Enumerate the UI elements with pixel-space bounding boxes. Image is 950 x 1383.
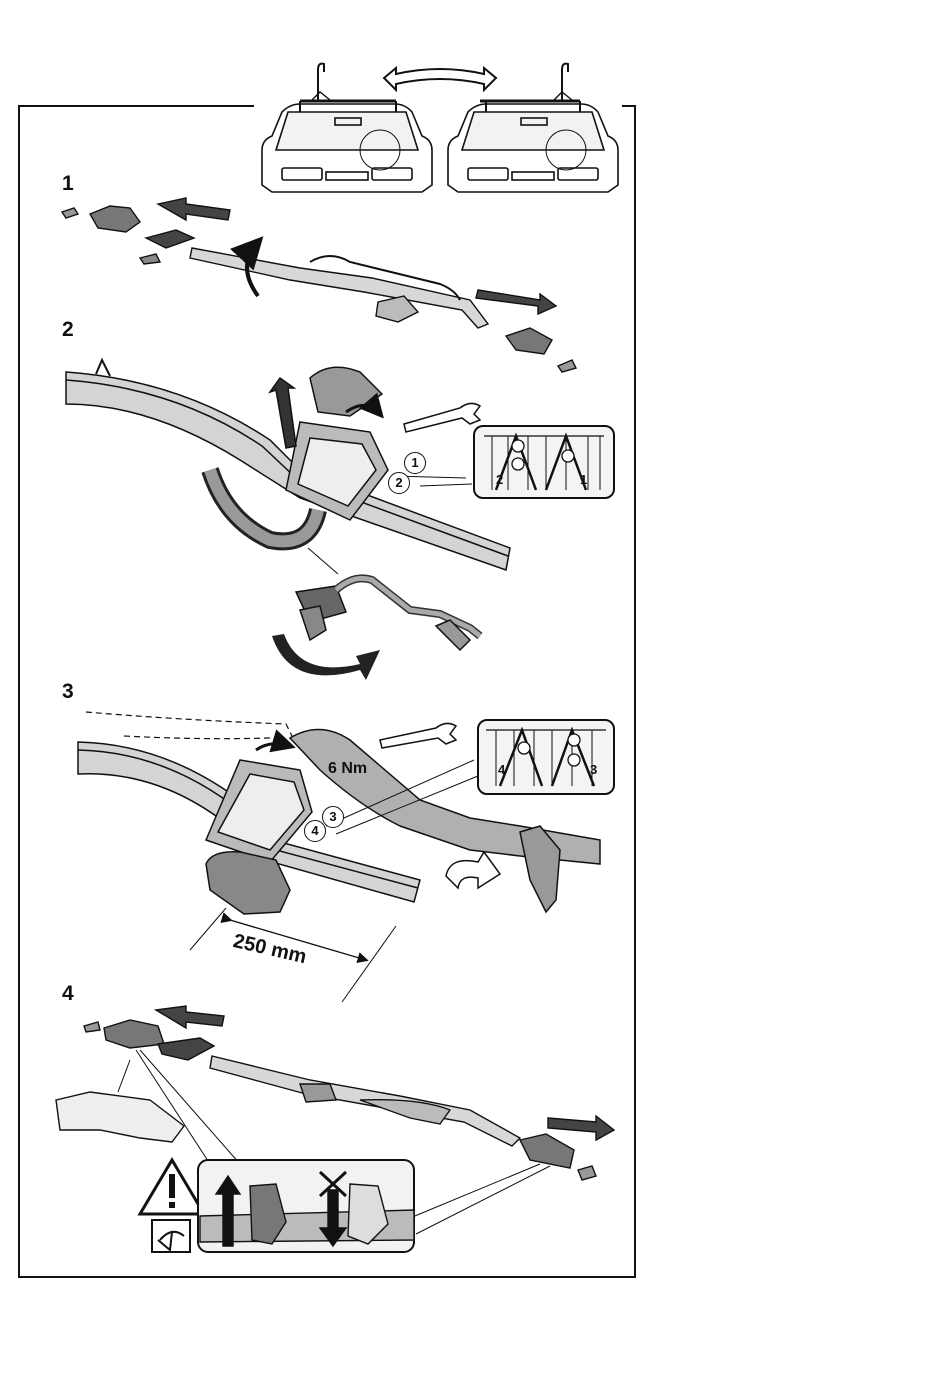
- step1-illustration: [62, 198, 576, 372]
- warning-triangle-icon: [140, 1160, 204, 1214]
- inset-label-3: 3: [590, 762, 597, 777]
- step-number-4: 4: [62, 982, 74, 1006]
- step-number-3: 3: [62, 680, 74, 704]
- inset-label-2: 2: [496, 472, 503, 487]
- step2-inset: [474, 426, 614, 498]
- step2-illustration: [66, 360, 510, 680]
- inset-label-4: 4: [498, 762, 505, 777]
- torque-label: 6 Nm: [328, 760, 367, 778]
- wrench-icon: [404, 403, 480, 432]
- callout-1: 1: [404, 452, 426, 474]
- wrench-icon: [380, 723, 456, 748]
- inset-label-1: 1: [580, 472, 587, 487]
- callout-4: 4: [304, 820, 326, 842]
- step-number-2: 2: [62, 318, 74, 342]
- step-number-1: 1: [62, 172, 74, 196]
- eye-icon: [152, 1220, 190, 1252]
- callout-3: 3: [322, 806, 344, 828]
- swap-arrow-icon: [384, 68, 496, 90]
- step4-inset: [198, 1160, 414, 1252]
- callout-2: 2: [388, 472, 410, 494]
- step3-inset: [478, 720, 614, 794]
